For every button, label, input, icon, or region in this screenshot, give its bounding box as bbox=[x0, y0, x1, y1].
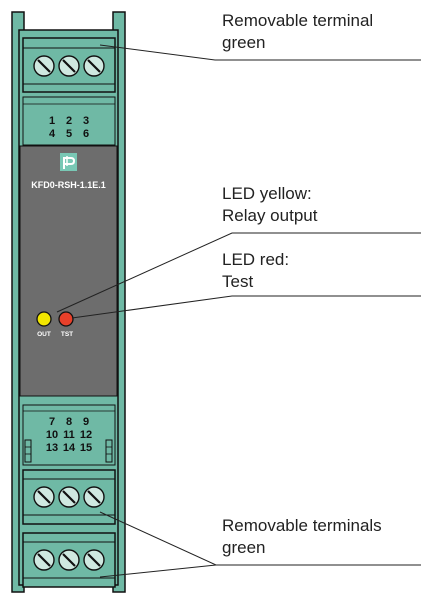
terminal-number: 8 bbox=[66, 416, 72, 428]
terminal-number: 2 bbox=[66, 115, 72, 127]
leader-lines bbox=[56, 44, 421, 578]
led-yellow bbox=[36, 311, 52, 327]
screw-slot bbox=[37, 490, 51, 504]
led-out-label: OUT bbox=[37, 331, 51, 338]
screw-slot bbox=[62, 490, 76, 504]
terminal-number: 14 bbox=[63, 442, 76, 454]
screw-slot bbox=[87, 490, 101, 504]
screw-slot bbox=[87, 553, 101, 567]
terminal-number: 7 bbox=[49, 416, 55, 428]
terminal-number: 11 bbox=[63, 429, 75, 441]
terminal-number: 13 bbox=[46, 442, 58, 454]
led-tst-label: TST bbox=[61, 331, 73, 338]
callout-bottom-terminals-line2: green bbox=[222, 538, 266, 557]
leader-led-yellow bbox=[56, 232, 421, 313]
bottom-terminal-screws-lower bbox=[33, 549, 105, 571]
callout-top-terminal-line1: Removable terminal bbox=[222, 11, 374, 30]
model-label: KFD0-RSH-1.1E.1 bbox=[31, 180, 106, 190]
front-panel bbox=[19, 145, 118, 397]
callout-top-terminal: Removable terminal green bbox=[222, 10, 373, 54]
bottom-terminal-screws-upper bbox=[33, 486, 105, 508]
callout-led-yellow-line1: LED yellow: bbox=[222, 184, 312, 203]
screw-slot bbox=[62, 59, 76, 73]
screw-slot bbox=[87, 59, 101, 73]
upper-label-area bbox=[22, 96, 116, 146]
callout-led-red-line2: Test bbox=[222, 272, 254, 291]
terminal-number: 12 bbox=[80, 429, 92, 441]
terminal-number: 10 bbox=[46, 429, 58, 441]
terminal-number: 3 bbox=[83, 115, 89, 127]
leader-top-terminal bbox=[99, 44, 421, 61]
callout-top-terminal-line2: green bbox=[222, 33, 266, 52]
led-red bbox=[58, 311, 74, 327]
screw-slot bbox=[62, 553, 76, 567]
terminal-number: 1 bbox=[49, 115, 55, 127]
screw-slot bbox=[37, 59, 51, 73]
leader-bottom-terminal-b bbox=[99, 564, 217, 578]
terminal-number: 6 bbox=[83, 128, 89, 140]
side-latches bbox=[24, 439, 113, 463]
screw-slot bbox=[37, 553, 51, 567]
terminal-number: 4 bbox=[49, 128, 56, 140]
lower-label-area bbox=[22, 404, 116, 466]
callout-bottom-terminals: Removable terminals green bbox=[222, 515, 382, 559]
callout-bottom-terminals-line1: Removable terminals bbox=[222, 516, 382, 535]
leader-led-red bbox=[71, 295, 421, 319]
callout-led-yellow-line2: Relay output bbox=[222, 206, 318, 225]
terminal-number: 9 bbox=[83, 416, 89, 428]
callout-led-yellow: LED yellow: Relay output bbox=[222, 183, 317, 227]
callout-led-red: LED red: Test bbox=[222, 249, 289, 293]
terminal-number: 15 bbox=[80, 442, 92, 454]
brand-logo bbox=[60, 153, 77, 171]
callout-led-red-line1: LED red: bbox=[222, 250, 290, 269]
terminal-number: 5 bbox=[66, 128, 72, 140]
top-terminal-screws bbox=[33, 55, 105, 77]
